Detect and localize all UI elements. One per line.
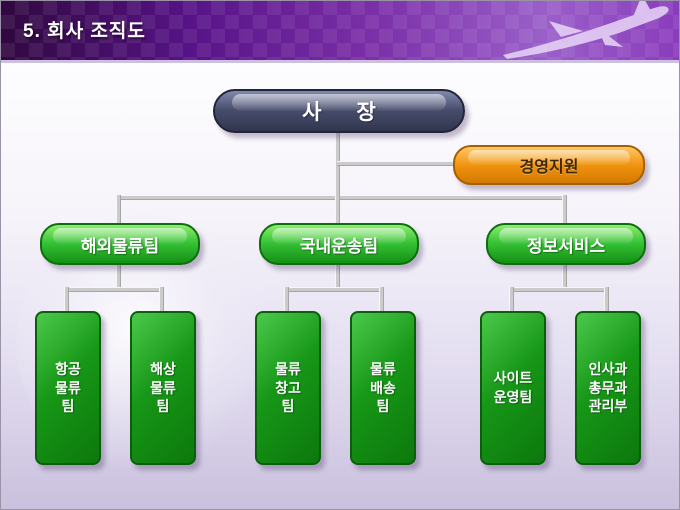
org-node-unit-warehouse: 물류 창고 팀 <box>255 311 321 465</box>
org-node-team-overseas: 해외물류팀 <box>40 223 200 265</box>
connector-stub-unit5 <box>509 287 514 313</box>
org-node-unit-site-operations: 사이트 운영팀 <box>480 311 546 465</box>
connector-support-branch <box>337 161 453 166</box>
connector-rail-team2 <box>284 287 384 292</box>
org-node-unit-label: 사이트 운영팀 <box>493 370 533 405</box>
connector-stub-unit1 <box>64 287 69 313</box>
org-node-unit-delivery: 물류 배송 팀 <box>350 311 416 465</box>
org-node-unit-label: 인사과 총무과 관리부 <box>588 360 628 415</box>
org-node-unit-label: 물류 창고 팀 <box>275 360 301 415</box>
org-node-team-label: 해외물류팀 <box>80 236 160 256</box>
connector-team2-down <box>335 259 340 289</box>
connector-stub-unit3 <box>284 287 289 313</box>
connector-stub-team3 <box>562 195 567 228</box>
org-node-ceo-label: 사 장 <box>302 101 376 124</box>
connector-stub-team1 <box>116 195 121 228</box>
org-node-team-label: 정보서비스 <box>526 236 606 256</box>
org-node-unit-air-logistics: 항공 물류 팀 <box>35 311 101 465</box>
connector-team1-down <box>116 259 121 289</box>
org-node-unit-hr-admin: 인사과 총무과 관리부 <box>575 311 641 465</box>
airplane-icon <box>503 1 669 60</box>
connector-team3-down <box>562 259 567 289</box>
connector-rail-team3 <box>509 287 609 292</box>
connector-stub-unit2 <box>159 287 164 313</box>
slide-header: 5. 회사 조직도 <box>1 1 679 63</box>
connector-stub-unit6 <box>604 287 609 313</box>
org-node-support: 경영지원 <box>453 145 645 185</box>
org-node-unit-label: 물류 배송 팀 <box>370 360 396 415</box>
org-node-team-label: 국내운송팀 <box>299 236 379 256</box>
org-node-unit-label: 해상 물류 팀 <box>150 360 176 415</box>
org-node-team-domestic: 국내운송팀 <box>259 223 419 265</box>
slide-title: 5. 회사 조직도 <box>23 21 146 42</box>
connector-stub-team2 <box>335 195 340 228</box>
org-node-unit-label: 항공 물류 팀 <box>55 360 81 415</box>
org-node-unit-marine-logistics: 해상 물류 팀 <box>130 311 196 465</box>
connector-stub-unit4 <box>379 287 384 313</box>
org-node-team-infoservice: 정보서비스 <box>486 223 646 265</box>
connector-rail-team1 <box>64 287 164 292</box>
connector-main-rail <box>116 195 567 200</box>
org-chart: 사 장 경영지원 해외물류팀 국내운송팀 정보서비스 항공 물류 팀 해상 물류… <box>1 63 679 509</box>
org-node-ceo: 사 장 <box>213 89 465 133</box>
org-node-support-label: 경영지원 <box>519 159 579 176</box>
